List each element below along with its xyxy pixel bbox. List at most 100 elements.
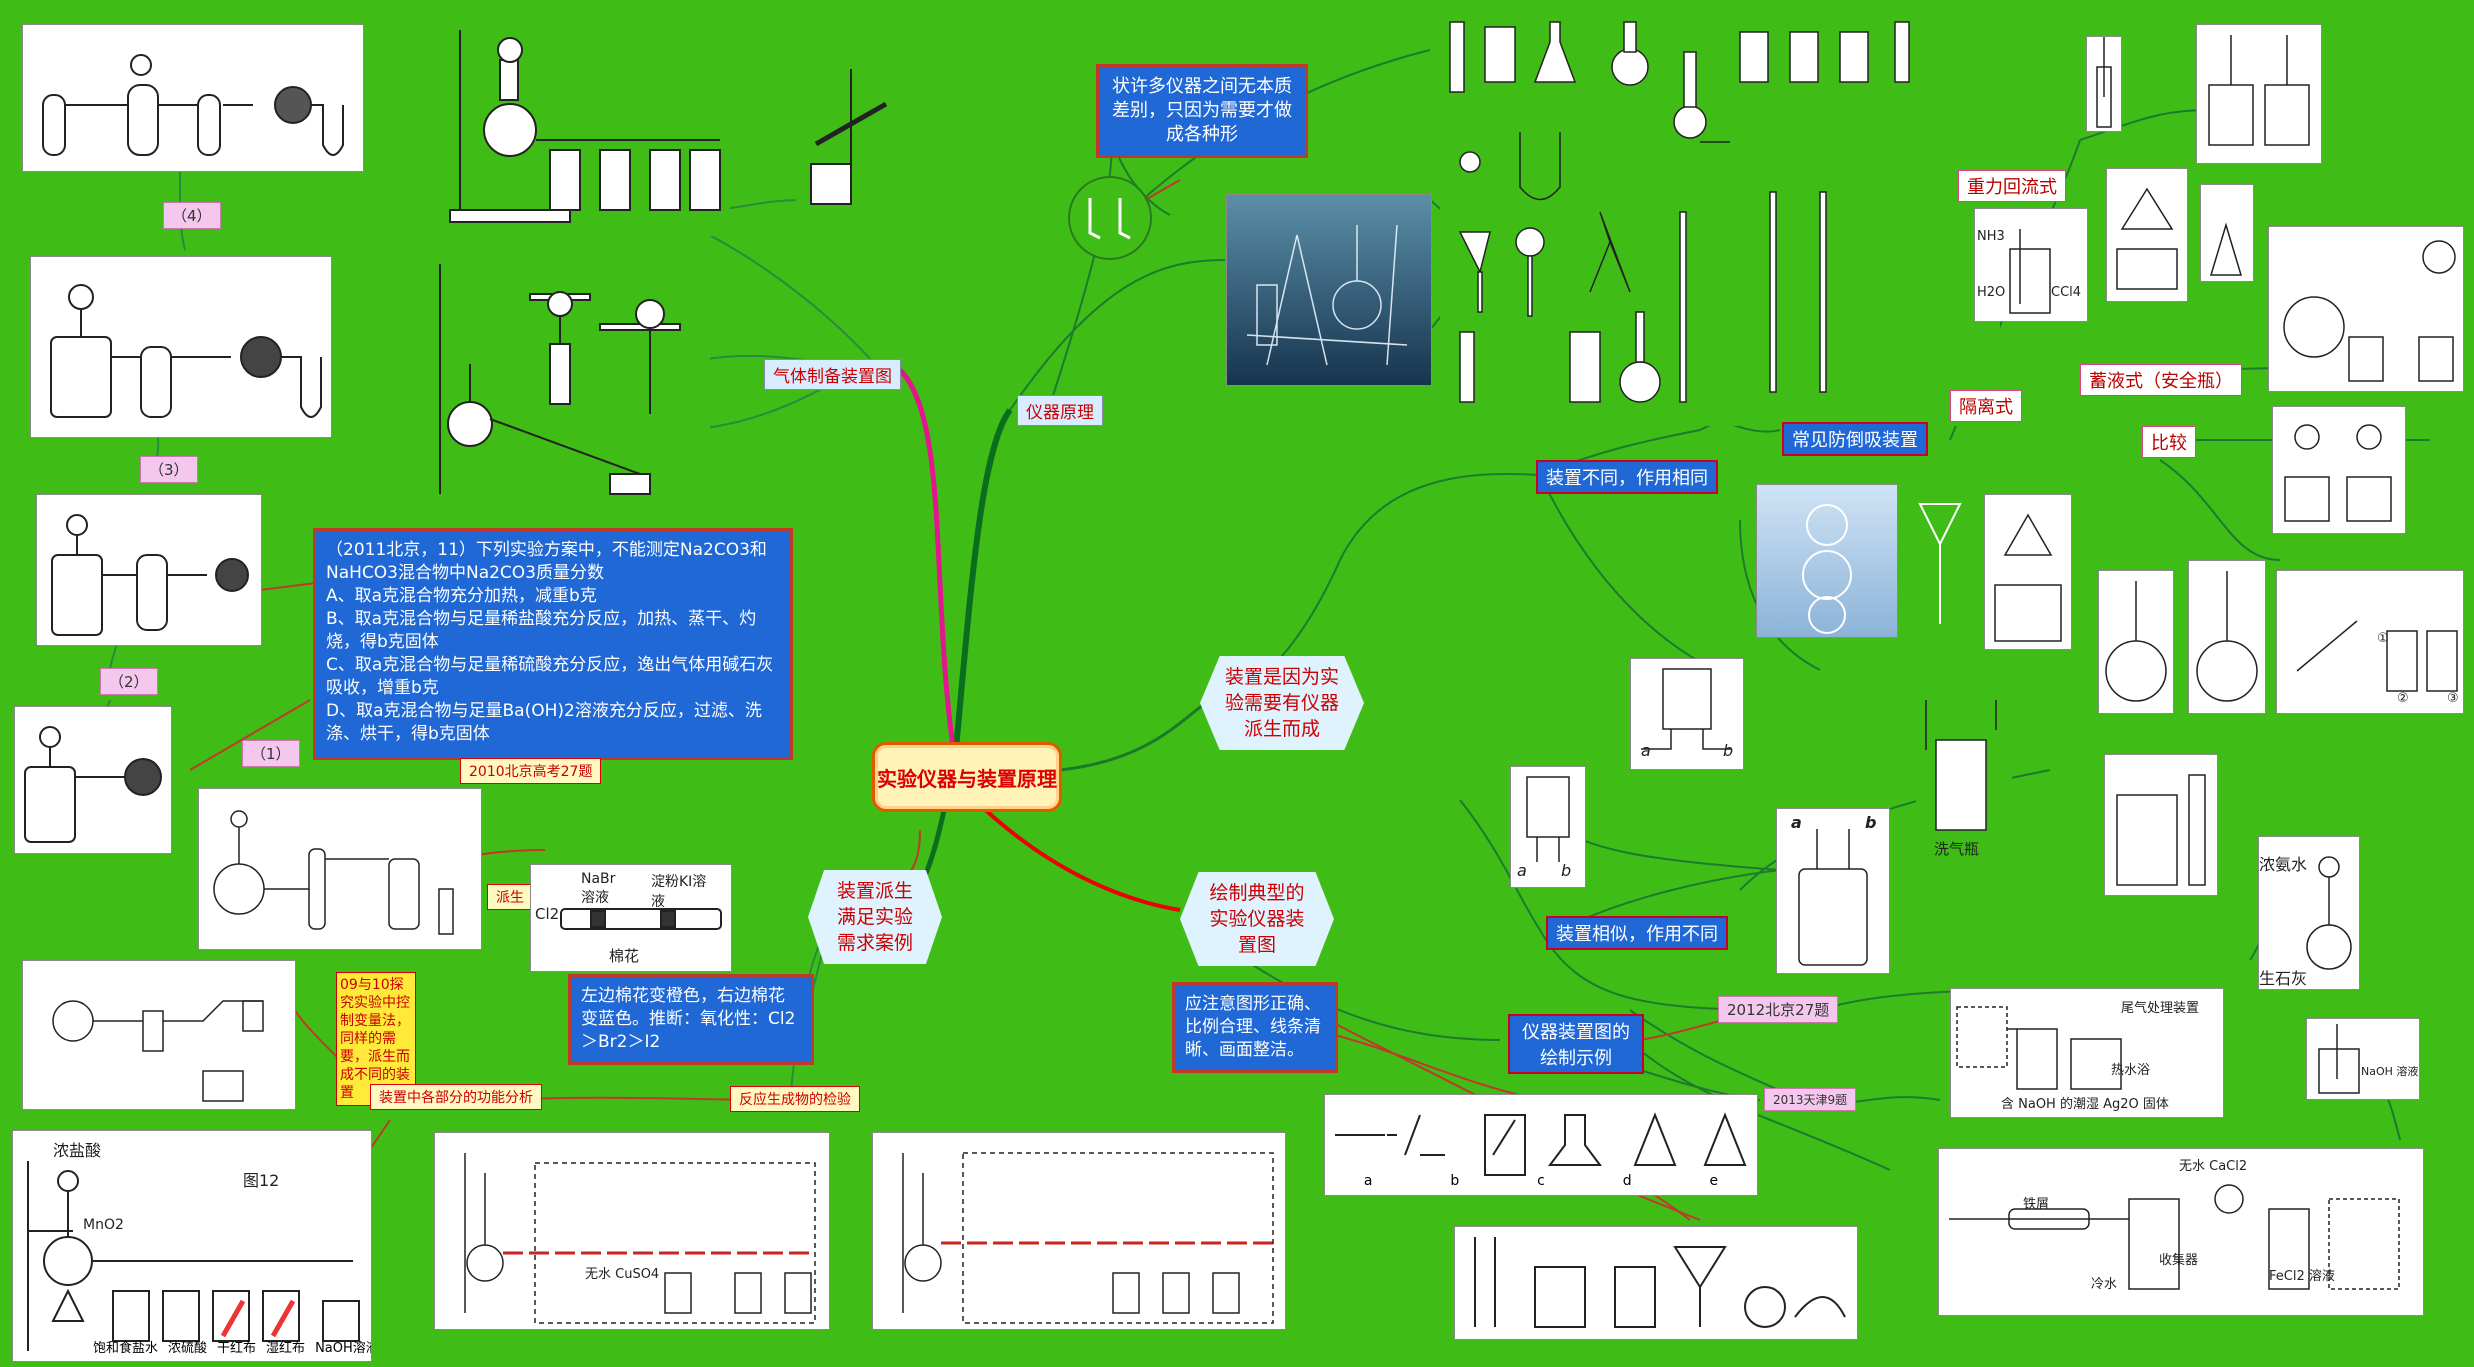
naoh-sol-label: NaOH 溶液: [2361, 1065, 2419, 1078]
label-derive: 派生: [487, 884, 533, 910]
cacl2-label: 无水 CaCl2: [2179, 1159, 2248, 1174]
ab-label-a: a: [1517, 861, 1527, 880]
label-similar-different: 装置相似，作用不同: [1546, 916, 1728, 950]
beijing-2010-apparatus: [198, 788, 482, 950]
seq-letter: d: [1622, 1173, 1632, 1189]
seq-letter: c: [1537, 1173, 1545, 1189]
ab-label-b: b: [1561, 861, 1572, 880]
separatory-setup: [1910, 484, 1970, 634]
naoh-beaker: NaOH 溶液: [2306, 1018, 2420, 1100]
isolation-image: [2268, 226, 2464, 392]
control-variable-apparatus: [22, 960, 296, 1110]
branch-derived-need-label: 装置是因为实验需要有仪器派生而成: [1224, 666, 1339, 740]
nh3-label: NH3: [1977, 229, 2005, 244]
sequence-letters: a b c d e: [1325, 1173, 1757, 1189]
ab-label-a: a: [1641, 741, 1651, 760]
flask-a: [2098, 570, 2174, 714]
seq-letter: b: [1450, 1173, 1460, 1189]
drawing-sequence: a b c d e: [1324, 1094, 1758, 1196]
label-compare: 比较: [2142, 426, 2196, 458]
h2o-label: H2O: [1977, 285, 2006, 300]
branch-gas-prep[interactable]: 气体制备装置图: [764, 359, 901, 390]
branch-drawing-label: 绘制典型的实验仪器装置图: [1209, 882, 1305, 956]
cold-water-label: 冷水: [2091, 1277, 2118, 1292]
halogen-tube-image: NaBr溶液 淀粉KI溶液 Cl2 棉花: [530, 864, 732, 972]
lime-label: 生石灰: [2259, 969, 2308, 988]
label-isolation: 隔离式: [1950, 390, 2022, 422]
label-different-same: 装置不同，作用相同: [1536, 460, 1718, 494]
tianjin-fecl3-apparatus: 铁屑 无水 CaCl2 收集器 冷水 FeCl2 溶液: [1938, 1148, 2424, 1316]
branch-derived-cases-label: 装置派生满足实验需求案例: [836, 880, 913, 954]
branch-derived-need[interactable]: 装置是因为实验需要有仪器派生而成: [1200, 656, 1364, 750]
nh3-absorber: NH3 H2O CCl4: [1974, 208, 2088, 322]
apparatus-image-2: [36, 494, 262, 646]
cl2-label: Cl2: [535, 905, 560, 923]
gas-bottle-ab: a b: [1630, 658, 1744, 770]
central-topic[interactable]: 实验仪器与装置原理: [872, 742, 1062, 812]
antisuck-image-top-right: [2196, 24, 2322, 164]
ab-label-b: b: [1865, 813, 1877, 832]
label-gravity: 重力回流式: [1958, 170, 2066, 202]
exam-note: 09与10探究实验中控制变量法，同样的需要，派生而成不同的装置: [336, 972, 416, 1106]
antisuck-image-top-small: [2086, 36, 2122, 132]
label-2: （2）: [100, 668, 158, 695]
inverted-bottle-ab: a b: [1510, 766, 1586, 888]
kipp-photo: [1756, 484, 1898, 638]
instrument-note: 状许多仪器之间无本质差别，只因为需要才做成各种形: [1096, 64, 1308, 158]
label-1: （1）: [242, 740, 300, 767]
branch-instrument-principle[interactable]: 仪器原理: [1017, 395, 1103, 426]
apparatus-image-1: [14, 706, 172, 854]
product-check-apparatus-1: 无水 CuSO4: [434, 1132, 830, 1330]
reagent-label: 干红布: [217, 1341, 257, 1356]
label-product-check: 反应生成物的检验: [730, 1086, 860, 1112]
drawing-note: 应注意图形正确、比例合理、线条清晰、画面整洁。: [1172, 982, 1338, 1073]
ab-label-a: a: [1791, 813, 1802, 832]
heated-tube-setup: ① ② ③: [2276, 570, 2464, 714]
flask-b: [2188, 560, 2266, 714]
label-beijing-2012: 2012北京27题: [1718, 996, 1839, 1023]
circle-num-3: ③: [2447, 691, 2459, 706]
starch-ki-label: 淀粉KI溶液: [651, 874, 707, 910]
anhydrous-cuso4-label: 无水 CuSO4: [585, 1267, 660, 1282]
gas-prep-image-right: [796, 64, 902, 210]
gas-prep-image-middle: [420, 244, 710, 504]
fecl2-label: FeCl2 溶液: [2269, 1269, 2335, 1284]
circle-num-2: ②: [2397, 691, 2409, 706]
branch-drawing[interactable]: 绘制典型的实验仪器装置图: [1180, 872, 1334, 966]
reagent-label: 饱和食盐水: [93, 1341, 159, 1356]
circle-num-1: ①: [2377, 631, 2389, 646]
compare-image: [2272, 406, 2406, 534]
funnel-in-beaker: [1984, 494, 2072, 650]
funnel-beaker-image: [2106, 168, 2188, 302]
flask-image-right: [2200, 184, 2254, 282]
gas-prep-image-top: [440, 20, 730, 236]
label-beijing-2010: 2010北京高考27题: [460, 758, 602, 784]
ammonia-label: 浓氨水: [2259, 855, 2308, 874]
wash-bottle-image: 洗气瓶: [1916, 690, 2012, 866]
mno2-label: MnO2: [83, 1217, 124, 1233]
question-note: （2011北京，11）下列实验方案中，不能测定Na2CO3和NaHCO3混合物中…: [313, 528, 793, 760]
nabr-label: NaBr溶液: [581, 871, 616, 906]
seq-letter: a: [1363, 1173, 1373, 1189]
label-partial-analysis: 装置中各部分的功能分析: [370, 1084, 542, 1110]
bottle-ab-large: a b: [1776, 808, 1890, 974]
conc-hcl-label: 浓盐酸: [53, 1141, 102, 1160]
seq-letter: e: [1709, 1173, 1719, 1189]
fig12-label: 图12: [243, 1171, 280, 1190]
dropper-diagram: [1068, 176, 1152, 260]
ammonia-setup: 浓氨水 生石灰: [2258, 836, 2360, 990]
label-tianjin-2013: 2013天津9题: [1764, 1088, 1857, 1111]
glassware-line-drawings: [1440, 12, 2000, 426]
ag2o-label: 含 NaOH 的潮湿 Ag2O 固体: [2001, 1097, 2169, 1112]
cotton-label: 棉花: [609, 947, 640, 965]
grid-drawing: [1454, 1226, 1858, 1340]
reagent-label: 湿红布: [266, 1341, 306, 1356]
label-reservoir: 蓄液式（安全瓶）: [2080, 364, 2242, 396]
ab-label-b: b: [1723, 741, 1734, 760]
label-4: （4）: [163, 202, 221, 229]
ag2o-apparatus: 尾气处理装置 热水浴 含 NaOH 的潮湿 Ag2O 固体: [1950, 988, 2224, 1118]
branch-derived-cases[interactable]: 装置派生满足实验需求案例: [808, 870, 942, 964]
glassware-photo: [1226, 194, 1432, 386]
